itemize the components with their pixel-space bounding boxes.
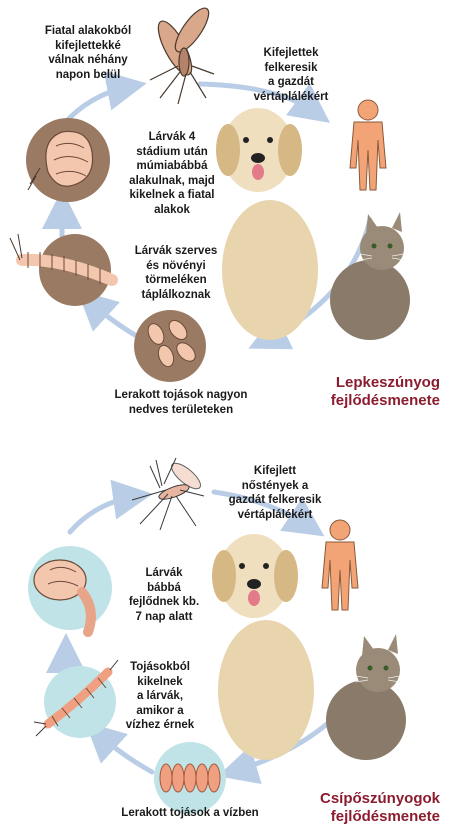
sandfly-title: Lepkeszúnyog fejlődésmenete bbox=[300, 374, 440, 410]
label-line: napon belül bbox=[18, 68, 158, 83]
human-silhouette-icon bbox=[350, 100, 386, 190]
label-line: Lerakott tojások nagyon bbox=[96, 388, 266, 403]
arrow-pupa-to-adult bbox=[64, 86, 132, 124]
arrow-eggs-to-larva bbox=[88, 300, 140, 338]
cat-icon bbox=[330, 212, 410, 340]
cat-icon bbox=[326, 634, 406, 760]
label-line: Lárvák 4 bbox=[112, 130, 232, 145]
label-line: Kifejlettek bbox=[226, 46, 356, 61]
label-line: gazdát felkeresik bbox=[210, 493, 340, 508]
arrow-eggs-to-larva bbox=[96, 732, 152, 772]
label-line: bábbá bbox=[114, 581, 214, 596]
title-line: Lepkeszúnyog bbox=[300, 374, 440, 392]
label-line: nedves területeken bbox=[96, 403, 266, 418]
eggs-icon bbox=[154, 742, 226, 814]
label-line: Kifejlett bbox=[210, 464, 340, 479]
label-line: vízhez érnek bbox=[110, 718, 210, 733]
label-line: Lárvák szerves bbox=[116, 244, 236, 259]
sandfly-life-cycle: Fiatal alakokból kifejlettekké válnak né… bbox=[0, 0, 449, 420]
title-line: fejlődésmenete bbox=[290, 808, 440, 826]
label-line: a gazdát bbox=[226, 75, 356, 90]
label-line: fejlődnek kb. bbox=[114, 595, 214, 610]
eggs-icon bbox=[134, 310, 206, 382]
host-stage-label: Kifejlett nőstények a gazdát felkeresik … bbox=[210, 464, 340, 522]
label-line: kifejlettekké bbox=[18, 39, 158, 54]
larva-stage-label: Lárvák szerves és növényi törmeléken táp… bbox=[116, 244, 236, 302]
label-line: alakok bbox=[112, 203, 232, 218]
label-line: a lárvák, bbox=[110, 689, 210, 704]
label-line: vértáplálékért bbox=[210, 508, 340, 523]
label-line: Tojásokból bbox=[110, 660, 210, 675]
label-line: kikelnek bbox=[110, 675, 210, 690]
label-line: felkeresik bbox=[226, 61, 356, 76]
mosquito-title: Csípőszúnyogok fejlődésmenete bbox=[290, 790, 440, 826]
mosquito-icon bbox=[132, 458, 204, 530]
title-line: fejlődésmenete bbox=[300, 392, 440, 410]
label-line: alakulnak, majd bbox=[112, 174, 232, 189]
label-line: 7 nap alatt bbox=[114, 610, 214, 625]
adult-stage-label: Fiatal alakokból kifejlettekké válnak né… bbox=[18, 24, 158, 82]
pupa-icon bbox=[28, 546, 112, 632]
larva-icon bbox=[34, 660, 118, 738]
label-line: Lárvák bbox=[114, 566, 214, 581]
eggs-stage-label: Lerakott tojások a vízben bbox=[100, 806, 280, 821]
label-line: stádium után bbox=[112, 145, 232, 160]
label-line: nőstények a bbox=[210, 479, 340, 494]
label-line: válnak néhány bbox=[18, 53, 158, 68]
dog-icon bbox=[212, 534, 314, 760]
pupa-stage-label: Lárvák bábbá fejlődnek kb. 7 nap alatt bbox=[114, 566, 214, 624]
human-silhouette-icon bbox=[322, 520, 358, 610]
label-line: törmeléken bbox=[116, 273, 236, 288]
host-stage-label: Kifejlettek felkeresik a gazdát vértáplá… bbox=[226, 46, 356, 104]
larva-stage-label: Tojásokból kikelnek a lárvák, amikor a v… bbox=[110, 660, 210, 733]
label-line: vértáplálékért bbox=[226, 90, 356, 105]
label-line: kikelnek a fiatal bbox=[112, 188, 232, 203]
pupa-stage-label: Lárvák 4 stádium után múmiabábbá alakuln… bbox=[112, 130, 232, 217]
arrow-pupa-to-adult bbox=[70, 496, 138, 532]
title-line: Csípőszúnyogok bbox=[290, 790, 440, 808]
sandfly-icon bbox=[150, 4, 214, 104]
label-line: Fiatal alakokból bbox=[18, 24, 158, 39]
pupa-icon bbox=[26, 118, 110, 202]
mosquito-life-cycle: Kifejlett nőstények a gazdát felkeresik … bbox=[0, 420, 449, 826]
label-line: és növényi bbox=[116, 259, 236, 274]
label-line: amikor a bbox=[110, 704, 210, 719]
label-line: táplálkoznak bbox=[116, 288, 236, 303]
larva-icon bbox=[10, 234, 112, 306]
label-line: múmiabábbá bbox=[112, 159, 232, 174]
label-line: Lerakott tojások a vízben bbox=[100, 806, 280, 821]
eggs-stage-label: Lerakott tojások nagyon nedves területek… bbox=[96, 388, 266, 417]
